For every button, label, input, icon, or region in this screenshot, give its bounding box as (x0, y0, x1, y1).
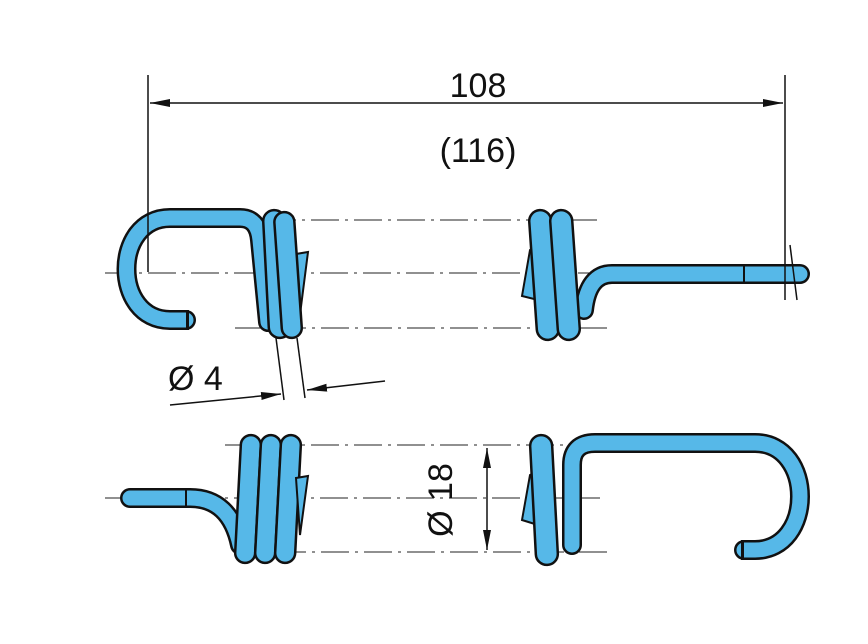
top-left-hook (116, 208, 310, 340)
wire-diameter-label: Ø 4 (168, 360, 223, 398)
bottom-left-end (120, 433, 310, 565)
length-dimension: 108 (116) (147, 67, 786, 300)
wire-diameter-dimension: Ø 4 (168, 337, 386, 406)
length-label: 108 (450, 67, 507, 105)
coil-diameter-label: Ø 18 (422, 463, 460, 537)
bottom-right-hook (520, 433, 810, 567)
length-alt-label: (116) (440, 132, 517, 170)
coil-diameter-dimension: Ø 18 (422, 448, 491, 550)
top-right-end (520, 208, 810, 342)
